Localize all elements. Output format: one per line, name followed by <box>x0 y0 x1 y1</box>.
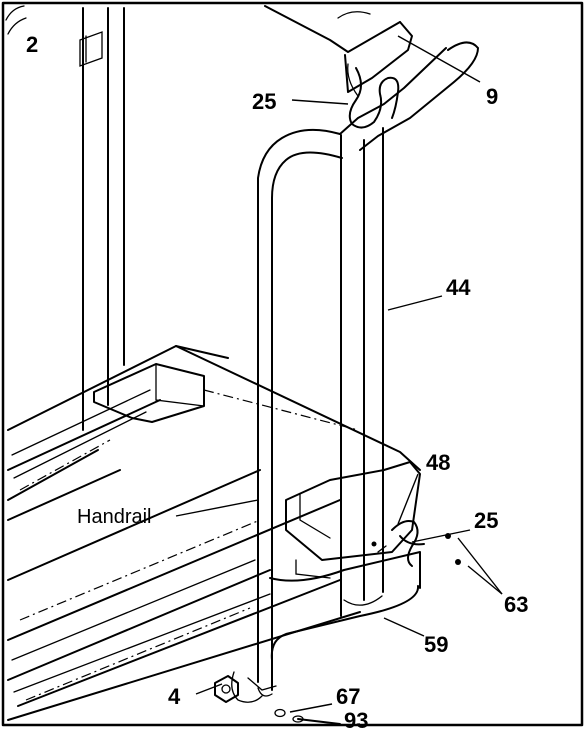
hood-cover <box>93 363 359 431</box>
label-part-63: 63 <box>504 592 528 617</box>
label-part-25-bottom: 25 <box>474 508 498 533</box>
console-9 <box>264 5 413 97</box>
upright-2 <box>79 7 125 431</box>
tube-25-lower <box>371 520 419 567</box>
hardware-4-67-93-63 <box>214 533 461 725</box>
label-part-59: 59 <box>424 632 448 657</box>
label-part-25-top: 25 <box>252 89 276 114</box>
label-part-9: 9 <box>486 84 498 109</box>
label-part-2: 2 <box>26 32 38 57</box>
leader-lines <box>175 35 503 713</box>
label-part-4: 4 <box>168 684 181 709</box>
tube-25-upper <box>348 67 400 129</box>
upright-44 <box>339 41 479 617</box>
handrail-bar <box>231 128 343 703</box>
label-part-93: 93 <box>344 708 368 728</box>
label-part-48: 48 <box>426 450 450 475</box>
treadmill-deck <box>7 345 421 721</box>
label-part-44: 44 <box>446 275 471 300</box>
base-frame-59 <box>269 461 425 661</box>
label-handrail: Handrail <box>77 506 151 528</box>
label-part-67: 67 <box>336 684 360 709</box>
